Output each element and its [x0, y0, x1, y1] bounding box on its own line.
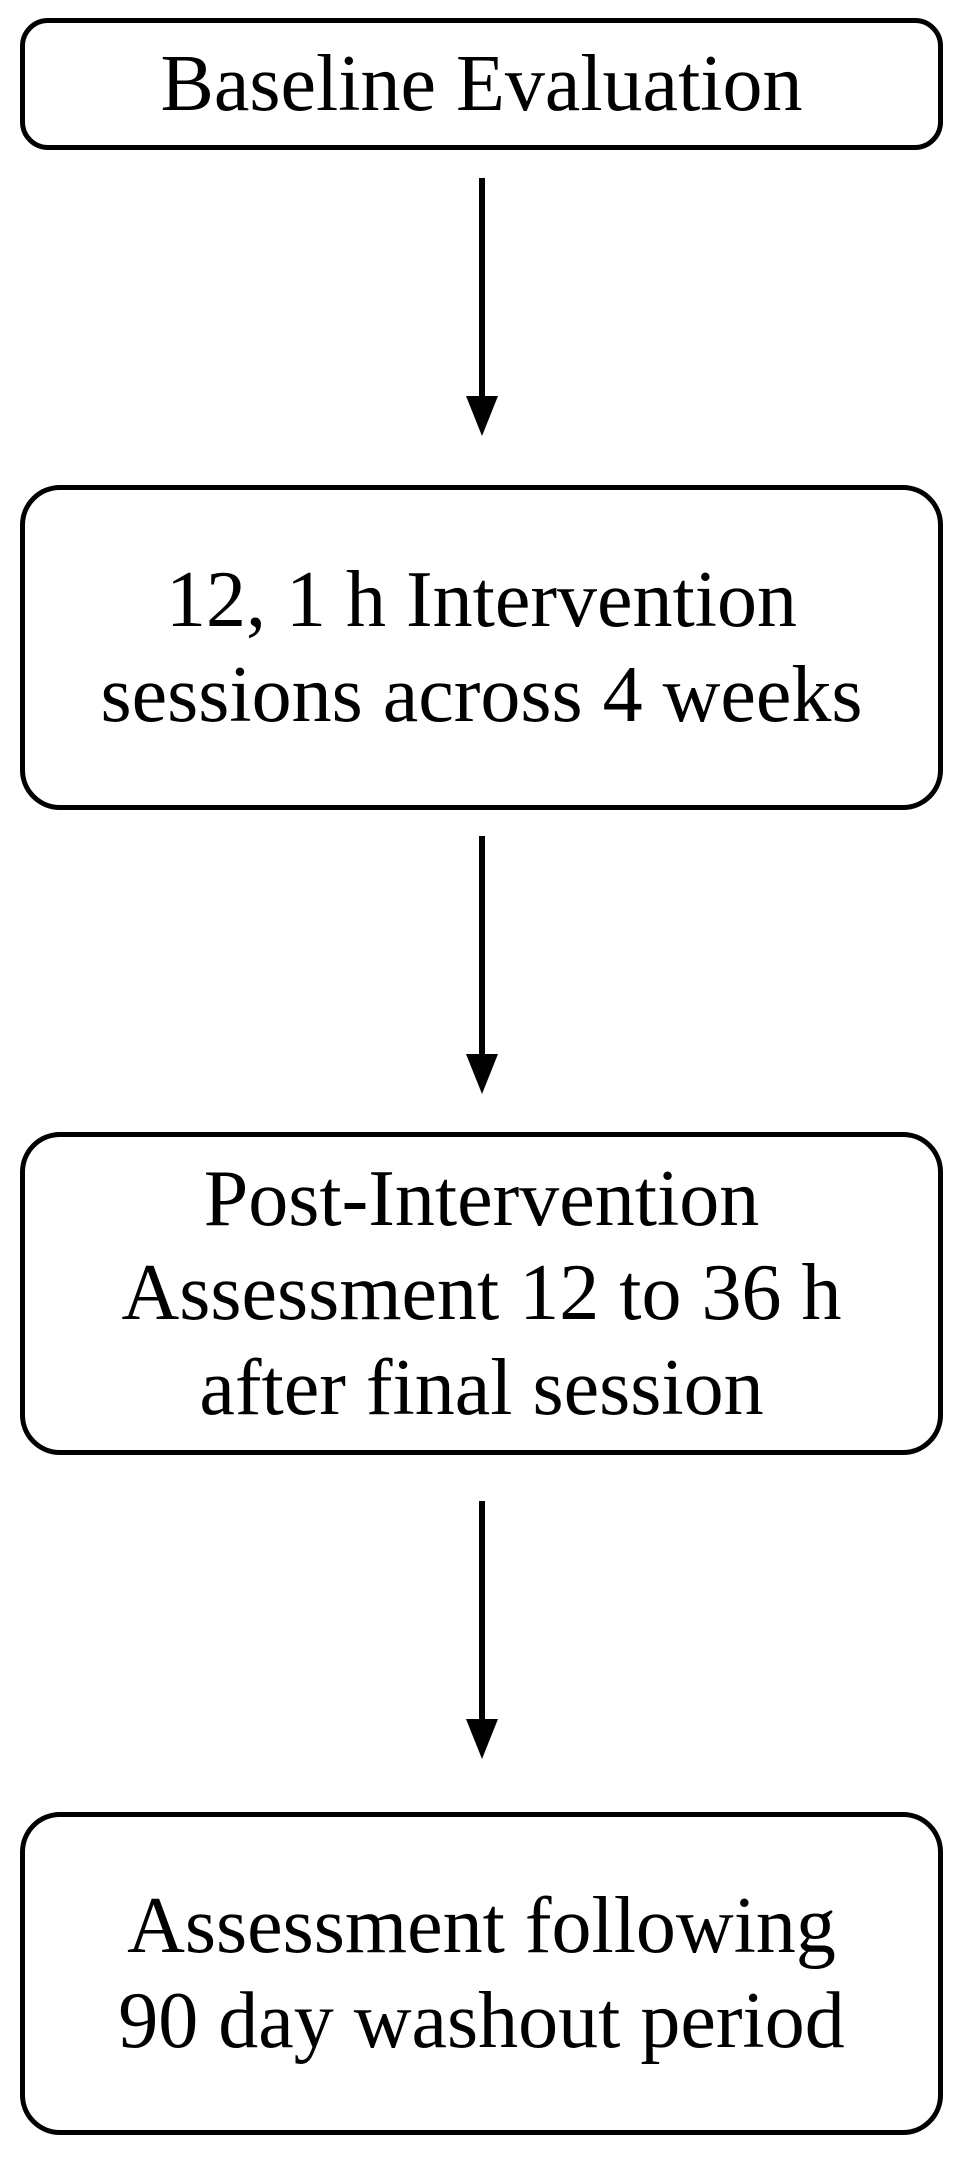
down-arrow-icon: [466, 1501, 498, 1759]
flow-step-baseline-evaluation: Baseline Evaluation: [20, 18, 943, 150]
down-arrow-icon: [466, 836, 498, 1094]
flow-step-post-intervention-assessment: Post-Intervention Assessment 12 to 36 h …: [20, 1132, 943, 1455]
down-arrow-icon: [466, 178, 498, 436]
flow-step-intervention-sessions: 12, 1 h Intervention sessions across 4 w…: [20, 485, 943, 810]
flow-step-washout-assessment: Assessment following 90 day washout peri…: [20, 1812, 943, 2135]
